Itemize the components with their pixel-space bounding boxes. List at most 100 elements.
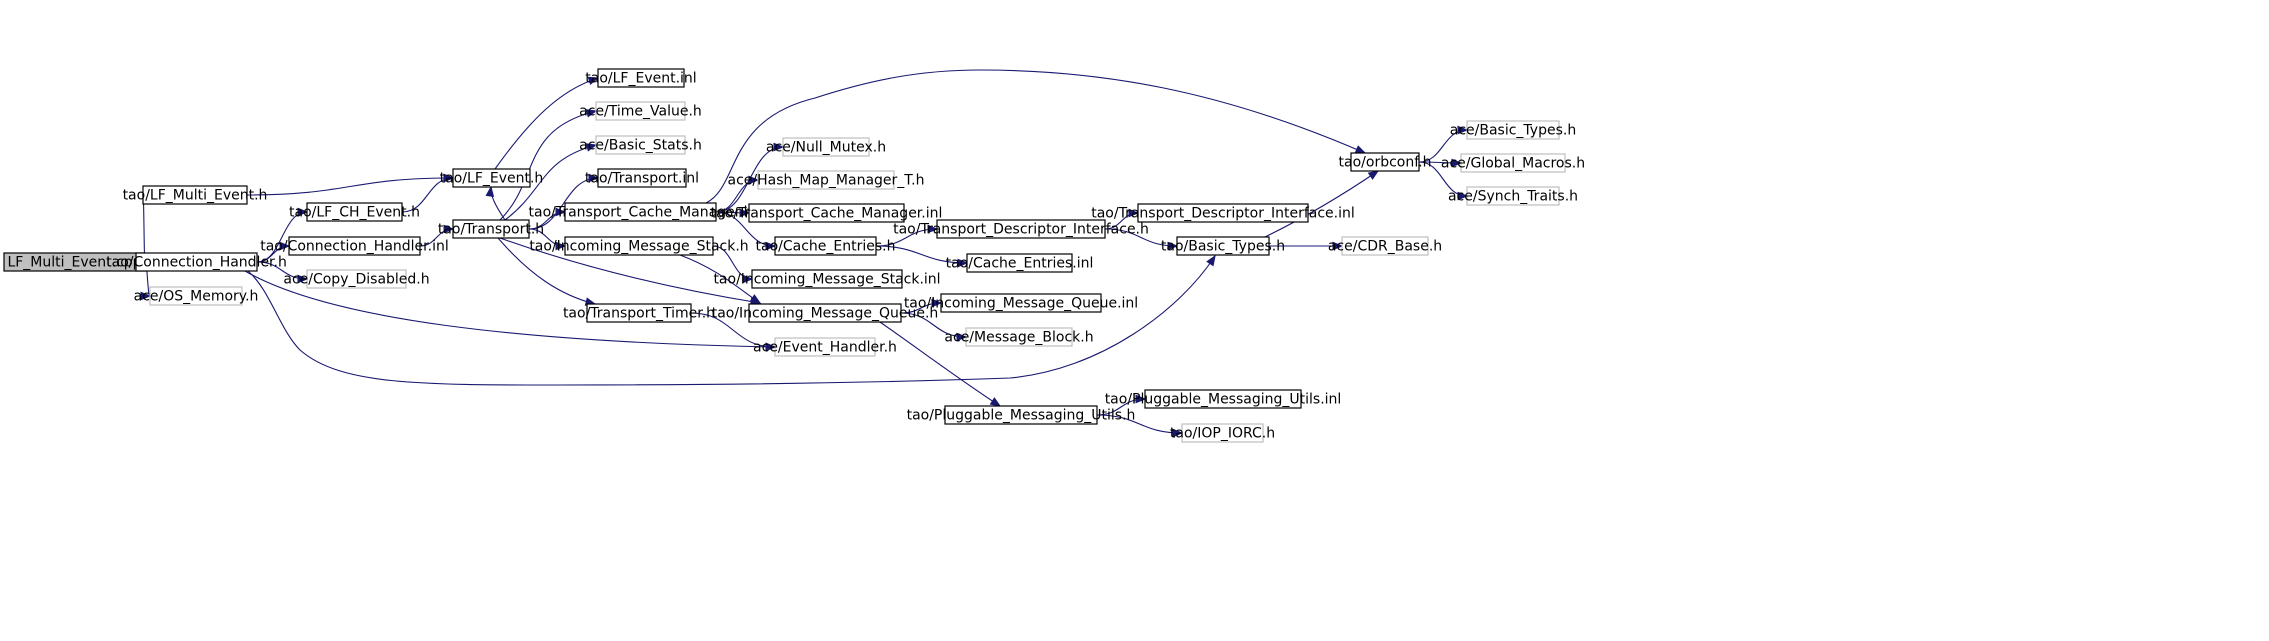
arrowhead-tcm-to-tcminl [739,208,751,218]
node-label: tao/Connection_Handler.inl [260,239,449,255]
node-label: tao/Cache_Entries.h [756,239,896,255]
node-pmuinl[interactable]: tao/Pluggable_Messaging_Utils.inl [1105,389,1342,409]
node-box [751,269,903,289]
node-label: tao/Cache_Entries.inl [946,256,1094,272]
arrowhead-ims-to-imsinl [742,274,754,284]
node-box [597,68,685,88]
node-box [944,405,1098,425]
node-ttimer[interactable]: tao/Transport_Timer.h [563,303,715,323]
node-box [1144,389,1302,409]
node-lfe[interactable]: tao/LF_Event.h [440,168,544,188]
node-pmu[interactable]: tao/Pluggable_Messaging_Utils.h [907,405,1136,425]
node-tdiinl[interactable]: tao/Transport_Descriptor_Interface.inl [1091,203,1355,223]
arrowhead-tcm-to-hmm [748,175,760,185]
node-box [940,293,1102,313]
arrowhead-tr-to-trinl [588,173,600,183]
edge-tr-to-timev [499,110,597,221]
node-imqinl[interactable]: tao/Incoming_Message_Queue.inl [904,293,1138,313]
arrowhead-tcm-to-nullm [773,142,785,152]
node-mblk: ace/Message_Block.h [944,327,1094,347]
edge-tr-to-ttimer [497,237,596,305]
edge-lfe-to-lfeinl [494,77,599,170]
node-label: ace/Global_Macros.h [1441,156,1585,172]
node-box [1137,203,1309,223]
arrowhead-tdi-to-tdiinl [1128,208,1140,218]
node-label: LF_Multi_Event.cpp [7,255,141,271]
edge-cent-to-centinl [875,245,968,264]
node-label: tao/LF_CH_Event.h [289,205,420,221]
edge-ch-to-evh [244,270,776,348]
node-tr[interactable]: tao/Transport.h [438,219,544,239]
arrowhead-imq-to-mblk [956,332,968,342]
node-btypes[interactable]: tao/Basic_Types.h [1161,236,1285,256]
node-lfeinl[interactable]: tao/LF_Event.inl [585,68,697,88]
node-centinl[interactable]: tao/Cache_Entries.inl [946,253,1094,273]
node-label: ace/Null_Mutex.h [766,140,886,156]
node-box [1466,120,1560,140]
node-label: ace/Copy_Disabled.h [283,272,429,288]
arrowhead-lfe-to-lfeinl [587,76,600,85]
node-label: tao/Incoming_Message_Queue.h [712,306,939,322]
node-box [1350,152,1420,172]
node-orbconf[interactable]: tao/orbconf.h [1339,152,1432,172]
node-label: tao/Connection_Handler.h [106,255,287,271]
node-ims[interactable]: tao/Incoming_Message_Stack.h [529,236,749,256]
node-label: ace/Basic_Stats.h [579,138,702,154]
node-box [1460,153,1566,173]
node-tcm[interactable]: tao/Transport_Cache_Manager.h [529,202,753,222]
node-box [774,337,876,357]
node-label: tao/LF_Multi_Event.h [123,188,268,204]
node-label: tao/Transport_Descriptor_Interface.inl [1091,206,1355,222]
node-copyd: ace/Copy_Disabled.h [283,269,430,289]
node-label: tao/LF_Event.h [440,171,544,187]
arrowhead-imq-to-imqinl [931,298,943,308]
node-label: ace/Message_Block.h [944,330,1093,346]
arrowhead-tr-to-ims [555,241,567,251]
node-box [748,303,902,323]
node-cent[interactable]: tao/Cache_Entries.h [756,236,896,256]
node-box [757,170,895,190]
arrowhead-orbconf-to-acegm [1451,158,1463,168]
edge-btypes-to-orbconf [1264,170,1379,238]
arrowhead-orbconf-to-acebt [1457,125,1469,135]
edge-tr-to-imq [499,237,761,304]
node-box [135,252,258,272]
node-cdrbase: ace/CDR_Base.h [1328,236,1442,256]
node-box [966,253,1073,273]
node-label: ace/Synch_Traits.h [1448,189,1578,205]
arrowhead-lfce-to-lfe [443,173,455,183]
node-box [452,168,531,188]
node-imq[interactable]: tao/Incoming_Message_Queue.h [712,303,939,323]
node-box [564,236,714,256]
node-tcminl[interactable]: tao/Transport_Cache_Manager.inl [711,203,943,223]
arrowhead-btypes-to-cdrbase [1332,241,1344,251]
node-root[interactable]: LF_Multi_Event.cpp [3,252,146,272]
arrowhead-orbconf-to-acest [1457,191,1469,201]
node-box [586,303,692,323]
arrowhead-pmu-to-iopiorc [1172,428,1184,438]
node-chinl[interactable]: tao/Connection_Handler.inl [260,236,449,256]
arrowhead-ims-to-imq [749,294,762,304]
node-box [748,203,905,223]
node-box [597,168,687,188]
node-label: tao/Incoming_Message_Queue.inl [904,296,1138,312]
node-imsinl[interactable]: tao/Incoming_Message_Stack.inl [713,269,941,289]
node-lfme[interactable]: tao/LF_Multi_Event.h [123,185,268,205]
node-evh: ace/Event_Handler.h [753,337,897,357]
node-label: tao/orbconf.h [1339,155,1432,171]
node-box [936,219,1106,239]
node-tdi[interactable]: tao/Transport_Descriptor_Interface.h [893,219,1149,239]
node-label: tao/Transport.h [438,222,544,238]
node-acebt: ace/Basic_Types.h [1450,120,1576,140]
node-label: tao/IOP_IORC.h [1170,426,1275,442]
arrowhead-tcm-to-orbconf [1354,145,1367,154]
node-box [965,327,1073,347]
node-lfce[interactable]: tao/LF_CH_Event.h [289,202,420,222]
edge-tr-to-bstats [504,144,597,221]
node-box [782,137,870,157]
node-ch[interactable]: tao/Connection_Handler.h [106,252,287,272]
node-bstats: ace/Basic_Stats.h [579,135,702,155]
node-label: ace/OS_Memory.h [134,289,259,305]
node-label: ace/Hash_Map_Manager_T.h [727,173,924,189]
node-trinl[interactable]: tao/Transport.inl [585,168,699,188]
